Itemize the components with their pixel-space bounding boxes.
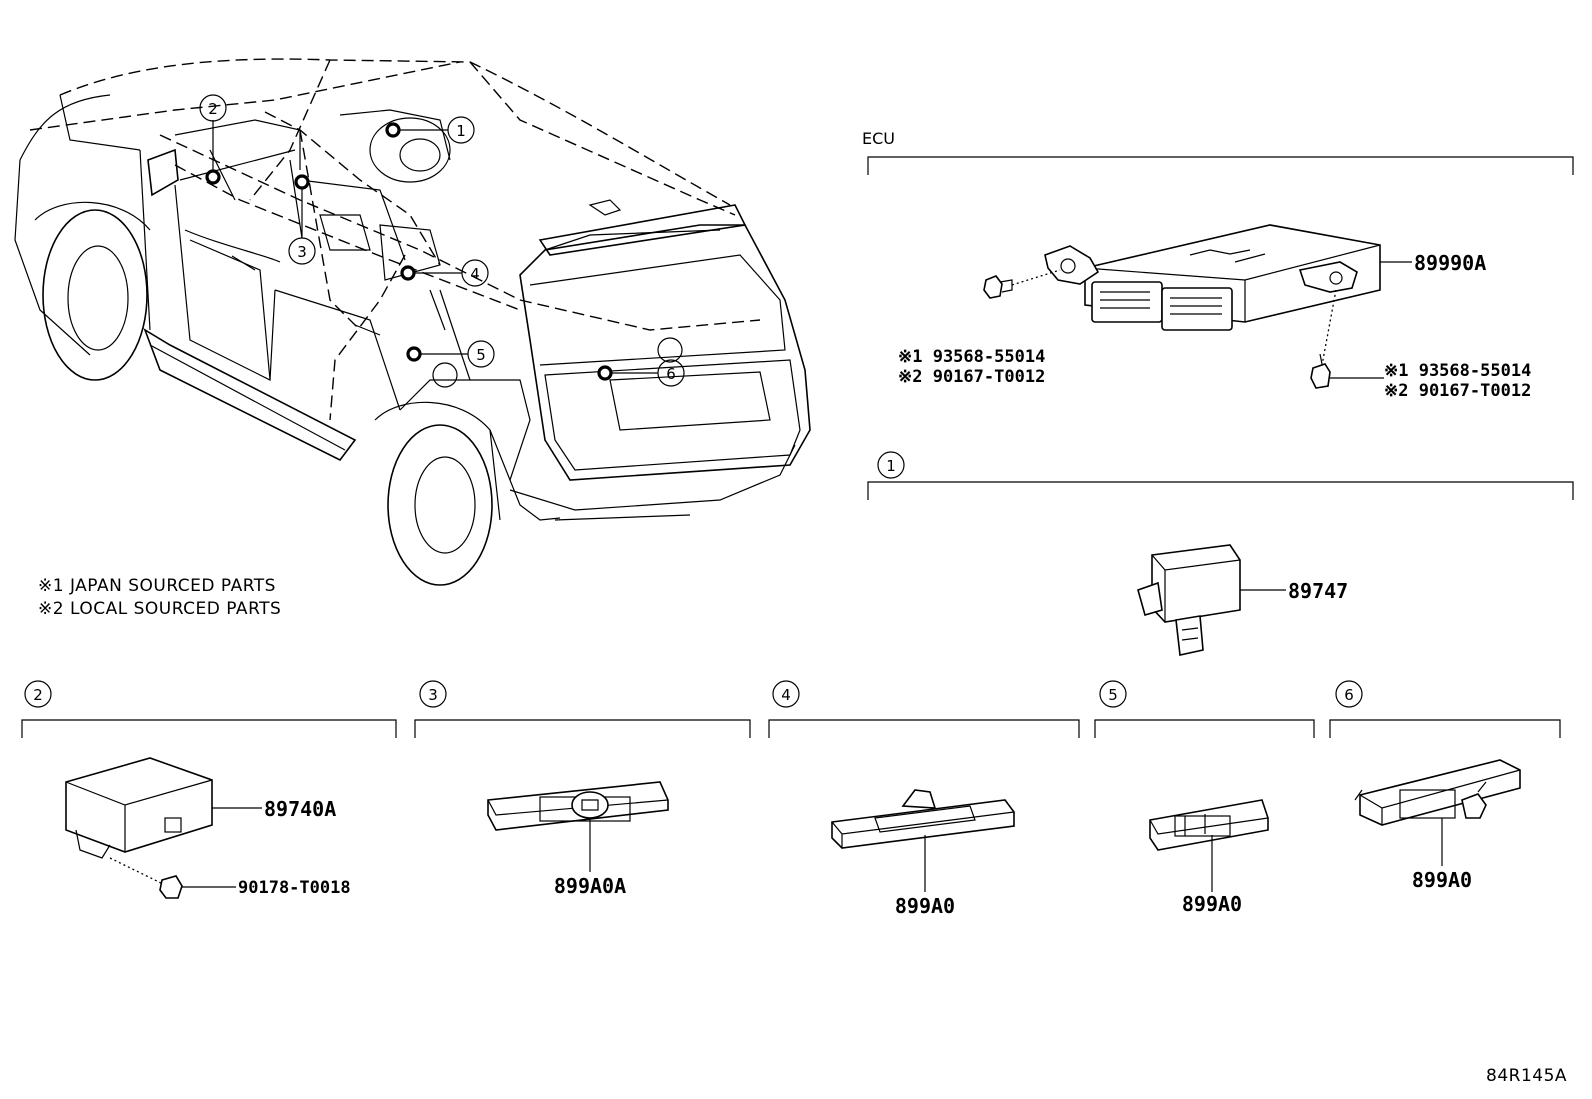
vehicle-callout-2: 2 <box>199 94 227 122</box>
svg-text:1: 1 <box>456 122 466 140</box>
ecu-right-bolt <box>1310 289 1384 389</box>
section-1-callout: 1 <box>886 457 896 475</box>
vehicle-callout-5: 5 <box>467 340 495 368</box>
vehicle-callout-4: 4 <box>461 259 489 287</box>
section-3-callout: 3 <box>428 686 438 704</box>
svg-text:6: 6 <box>666 365 676 383</box>
ecu-section: ECU 89990A ※1 93568-55014 ※ <box>862 129 1574 401</box>
section-2: 2 89740A 90178-T0018 <box>21 680 397 899</box>
svg-text:5: 5 <box>476 346 486 364</box>
section-3: 3 899A0A <box>414 680 751 898</box>
section-6-callout: 6 <box>1344 686 1354 704</box>
ecu-right-bolt-local: ※2 90167-T0012 <box>1384 381 1531 401</box>
ecu-right-bolt-japan: ※1 93568-55014 <box>1384 361 1531 381</box>
svg-text:4: 4 <box>470 265 480 283</box>
vehicle-illustration: 1 2 3 4 5 6 <box>14 58 811 586</box>
part-899A0-s6-drawing <box>1354 759 1521 826</box>
part-89740A-drawing <box>65 757 213 899</box>
vehicle-callout-3: 3 <box>288 237 316 265</box>
diagram-code: 84R145A <box>1486 1066 1567 1086</box>
section-4: 4 899A0 <box>768 680 1080 918</box>
section-4-part-899A0: 899A0 <box>895 894 955 918</box>
section-3-part-899A0A: 899A0A <box>554 874 626 898</box>
ecu-left-bolt <box>983 269 1061 299</box>
section-5-callout: 5 <box>1108 686 1118 704</box>
ecu-left-bolt-local: ※2 90167-T0012 <box>898 367 1045 387</box>
note-japan-sourced: ※1 JAPAN SOURCED PARTS <box>38 576 276 596</box>
section-5: 5 899A0 <box>1094 680 1315 916</box>
section-6-part-899A0: 899A0 <box>1412 868 1472 892</box>
section-1-part-89747: 89747 <box>1288 579 1348 603</box>
svg-text:2: 2 <box>208 100 218 118</box>
ecu-left-bolt-japan: ※1 93568-55014 <box>898 347 1045 367</box>
marker-4 <box>400 265 416 281</box>
marker-3 <box>294 174 310 190</box>
ecu-section-title: ECU <box>862 129 895 148</box>
part-89747-drawing <box>1137 544 1241 656</box>
part-899A0-s5-drawing <box>1149 799 1269 851</box>
vehicle-callout-1: 1 <box>447 116 475 144</box>
marker-1 <box>385 122 401 138</box>
section-6: 6 899A0 <box>1329 680 1561 892</box>
section-2-callout: 2 <box>33 686 43 704</box>
marker-6 <box>597 365 613 381</box>
ecu-unit-drawing <box>1044 224 1381 331</box>
note-local-sourced: ※2 LOCAL SOURCED PARTS <box>38 599 281 619</box>
marker-2 <box>205 169 221 185</box>
section-2-part-90178-T0018: 90178-T0018 <box>238 878 351 898</box>
section-2-part-89740A: 89740A <box>264 797 336 821</box>
marker-5 <box>406 346 422 362</box>
part-899A0A-drawing <box>487 781 669 831</box>
section-4-callout: 4 <box>781 686 791 704</box>
svg-text:3: 3 <box>297 243 307 261</box>
ecu-part-number: 89990A <box>1414 251 1486 275</box>
section-5-part-899A0: 899A0 <box>1182 892 1242 916</box>
part-899A0-s4-drawing <box>831 789 1015 849</box>
vehicle-callout-6: 6 <box>657 359 685 387</box>
section-1: 1 89747 <box>867 451 1574 656</box>
